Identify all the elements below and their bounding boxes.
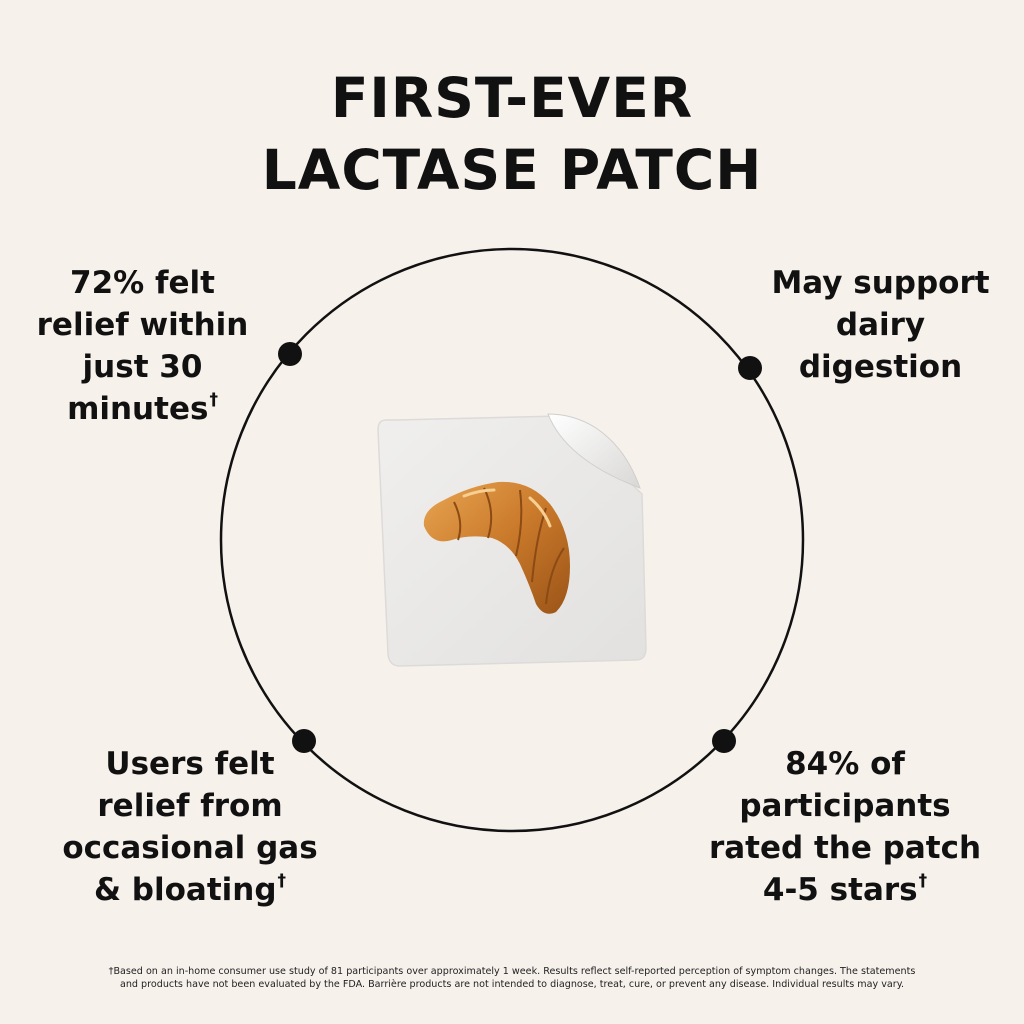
croissant-patch-icon <box>377 413 647 667</box>
stat-line-text: & bloating <box>93 872 277 908</box>
ring-dot-top-right <box>738 356 762 380</box>
footnote-line-1: †Based on an in-home consumer use study … <box>108 966 916 977</box>
stat-line: 72% felt <box>70 265 215 301</box>
stat-line: just 30 <box>82 349 203 385</box>
ring-dot-top-left <box>278 342 302 366</box>
stat-gas-bloating: Users felt relief from occasional gas & … <box>40 743 340 911</box>
stat-line: 84% of <box>785 746 905 782</box>
stat-line: Users felt <box>105 746 275 782</box>
stat-line: digestion <box>798 349 963 385</box>
ring-dot-bottom-left <box>292 729 316 753</box>
stat-line: rated the patch <box>708 830 982 866</box>
stat-line-text: 4-5 stars <box>762 872 918 908</box>
stat-line: relief from <box>97 788 283 824</box>
stat-line-text: minutes <box>67 391 209 427</box>
title-line-2: LACTASE PATCH <box>261 138 763 202</box>
ring-circle <box>219 247 805 833</box>
stat-line: occasional gas <box>62 830 318 866</box>
patch-curl <box>547 413 641 489</box>
stat-line: dairy <box>835 307 926 343</box>
stat-line: minutes† <box>10 388 275 430</box>
stat-rating: 84% of participants rated the patch 4-5 … <box>690 743 1000 911</box>
title-line-1: FIRST-EVER <box>330 66 694 130</box>
stat-line: May support <box>771 265 990 301</box>
stat-line: relief within <box>36 307 249 343</box>
stat-line: participants <box>739 788 951 824</box>
stat-relief-30-minutes: 72% felt relief within just 30 minutes† <box>10 262 275 430</box>
dagger-mark: † <box>277 871 287 891</box>
ring-dot-bottom-right <box>712 729 736 753</box>
page-title: FIRST-EVER LACTASE PATCH <box>0 62 1024 206</box>
stat-line: & bloating† <box>40 869 340 911</box>
dagger-mark: † <box>918 871 928 891</box>
footnote-line-2: and products have not been evaluated by … <box>119 979 905 990</box>
dagger-mark: † <box>209 390 218 410</box>
stat-line: 4-5 stars† <box>690 869 1000 911</box>
disclaimer-footnote: †Based on an in-home consumer use study … <box>20 965 1004 991</box>
stat-dairy-digestion: May support dairy digestion <box>748 262 1013 388</box>
croissant <box>423 481 570 614</box>
